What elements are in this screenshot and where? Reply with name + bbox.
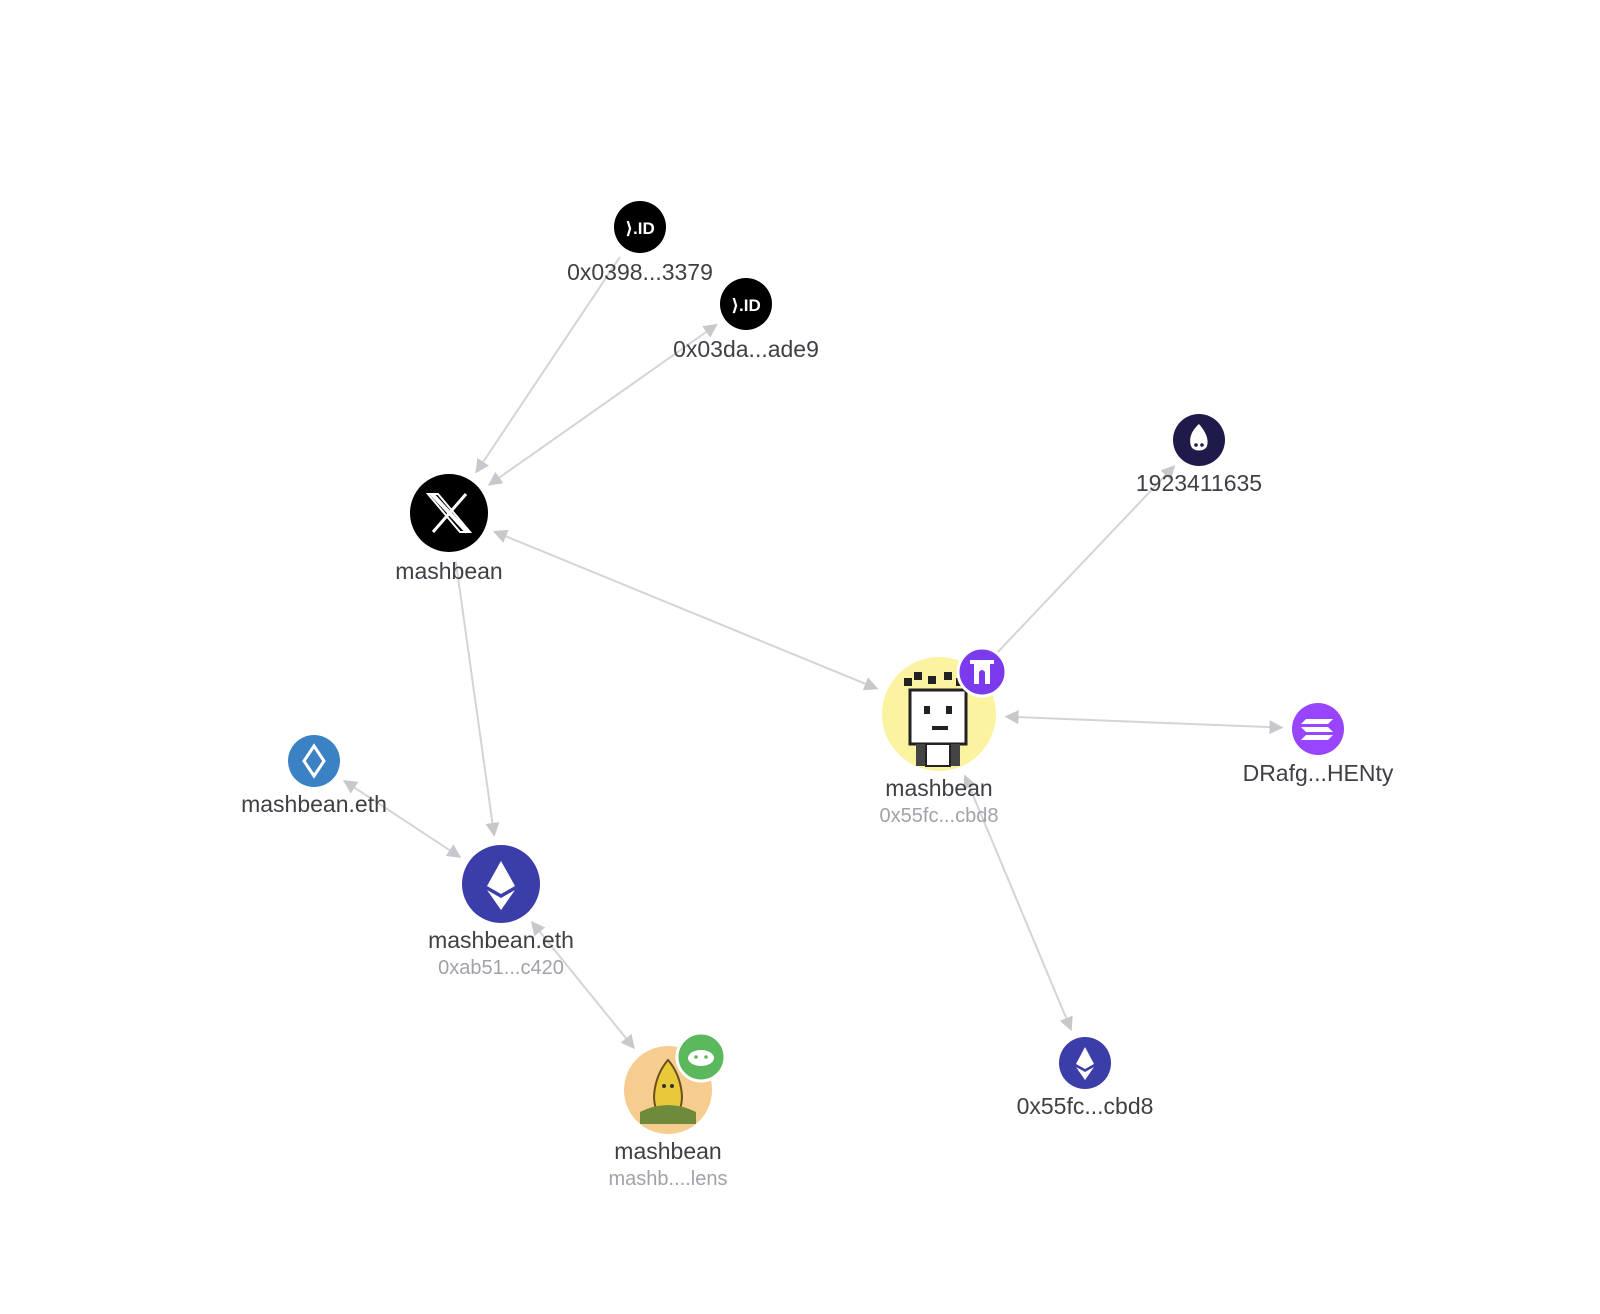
ethereum-icon	[462, 845, 540, 923]
graph-node[interactable]: 0x55fc...cbd8	[1017, 1037, 1154, 1119]
node-sublabel: 0x55fc...cbd8	[880, 805, 999, 827]
edge-farcaster-unstoppable	[984, 465, 1176, 667]
edge-twitter-farcaster	[493, 529, 879, 691]
graph-node[interactable]: DRafg...HENty	[1243, 703, 1394, 786]
edge-nextid-1-twitter	[475, 256, 621, 474]
node-label: DRafg...HENty	[1243, 760, 1394, 786]
node-label: mashbean	[885, 775, 992, 801]
graph-node[interactable]: 1923411635	[1136, 414, 1262, 496]
node-label: 0x0398...3379	[567, 259, 713, 285]
node-label: mashbean	[614, 1138, 721, 1164]
graph-node[interactable]: mashbean 0x55fc...cbd8	[880, 646, 1008, 827]
ethereum-icon	[1059, 1037, 1111, 1089]
edge-farcaster-eth-2	[963, 774, 1073, 1032]
nextid-icon: ⟩.ID	[614, 201, 666, 253]
svg-text:⟩.ID: ⟩.ID	[625, 219, 655, 238]
node-label: 0x55fc...cbd8	[1017, 1093, 1154, 1119]
graph-node[interactable]: mashbean mashb....lens	[609, 1031, 728, 1190]
node-label: mashbean.eth	[241, 791, 387, 817]
graph-node[interactable]: mashbean.eth 0xab51...c420	[428, 845, 574, 979]
edge-farcaster-solana	[1004, 710, 1284, 735]
ens-icon	[288, 735, 340, 787]
svg-text:⟩.ID: ⟩.ID	[731, 296, 761, 315]
node-label: 1923411635	[1136, 470, 1262, 496]
node-sublabel: 0xab51...c420	[438, 957, 564, 979]
node-label: mashbean.eth	[428, 927, 574, 953]
flame-pig-icon	[1173, 414, 1225, 466]
solana-icon	[1292, 703, 1344, 755]
edge-nextid-2-twitter	[487, 323, 718, 486]
node-label: 0x03da...ade9	[673, 336, 819, 362]
edge-eth-main-lens	[530, 920, 635, 1050]
x-logo-icon	[410, 474, 488, 552]
graph-node[interactable]: ⟩.ID 0x0398...3379	[567, 201, 713, 285]
lens-icon[interactable]	[675, 1031, 727, 1083]
node-label: mashbean	[395, 558, 502, 584]
graph-node[interactable]: mashbean	[395, 474, 503, 584]
edge-ens-eth-main	[342, 779, 462, 858]
farcaster-icon[interactable]	[956, 646, 1008, 698]
graph-node[interactable]: mashbean.eth	[241, 735, 387, 817]
edge-layer	[342, 256, 1284, 1050]
node-sublabel: mashb....lens	[609, 1168, 728, 1190]
graph-node[interactable]: ⟩.ID 0x03da...ade9	[673, 278, 819, 362]
edge-twitter-eth-main	[454, 561, 500, 837]
nextid-icon: ⟩.ID	[720, 278, 772, 330]
node-layer: ⟩.ID 0x0398...3379 ⟩.ID 0x03da...ade9 ma…	[241, 201, 1394, 1190]
